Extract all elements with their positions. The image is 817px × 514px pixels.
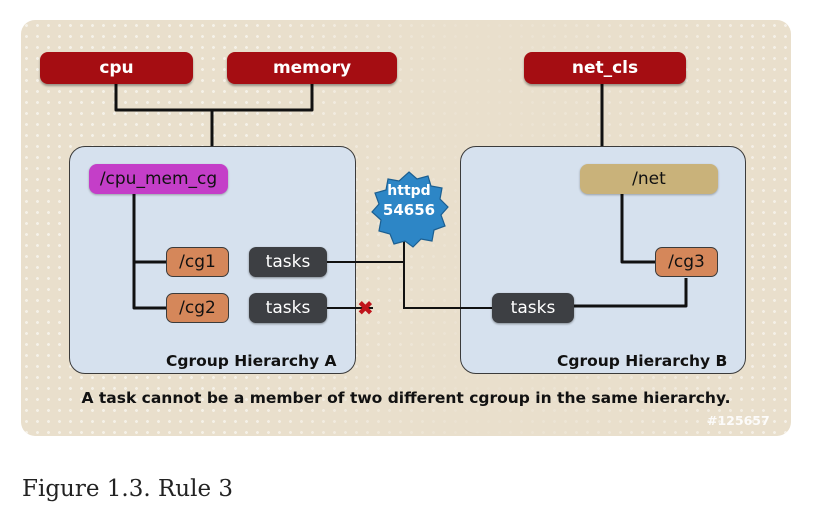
tasks-file-cg3: tasks [492,293,574,323]
process-pid: 54656 [382,201,436,219]
cgroup-cg2: /cg2 [166,293,229,323]
image-id-watermark: #125657 [707,413,770,428]
process-badge-icon [371,171,449,248]
diagram-caption: A task cannot be a member of two differe… [81,389,731,407]
controller-memory: memory [227,52,397,84]
cgroup-cg1: /cg1 [166,247,229,277]
root-cgroup-b: /net [580,164,718,194]
controller-cpu: cpu [40,52,193,84]
diagram-panel: cpu memory net_cls /cpu_mem_cg /cg1 /cg2… [21,20,791,436]
connector-lines [114,83,688,310]
tasks-file-cg2: tasks [249,293,327,323]
figure-title: Figure 1.3. Rule 3 [22,476,234,502]
controller-net-cls: net_cls [524,52,686,84]
memory-connector [212,83,314,112]
task-line-badge-down [403,228,493,309]
hierarchy-a-label: Cgroup Hierarchy A [166,352,337,370]
cgroup-cg3: /cg3 [655,247,718,277]
cg3-to-tasks-line [573,278,688,308]
process-name: httpd [387,183,431,199]
cpu-connector [114,83,212,112]
root-a-tree-line [132,194,168,310]
net-tree-line [620,194,656,264]
root-cgroup-a: /cpu_mem_cg [89,164,228,194]
forbidden-cross-icon: ✖ [357,296,374,320]
tasks-file-cg1: tasks [249,247,327,277]
hierarchy-b-label: Cgroup Hierarchy B [557,352,728,370]
